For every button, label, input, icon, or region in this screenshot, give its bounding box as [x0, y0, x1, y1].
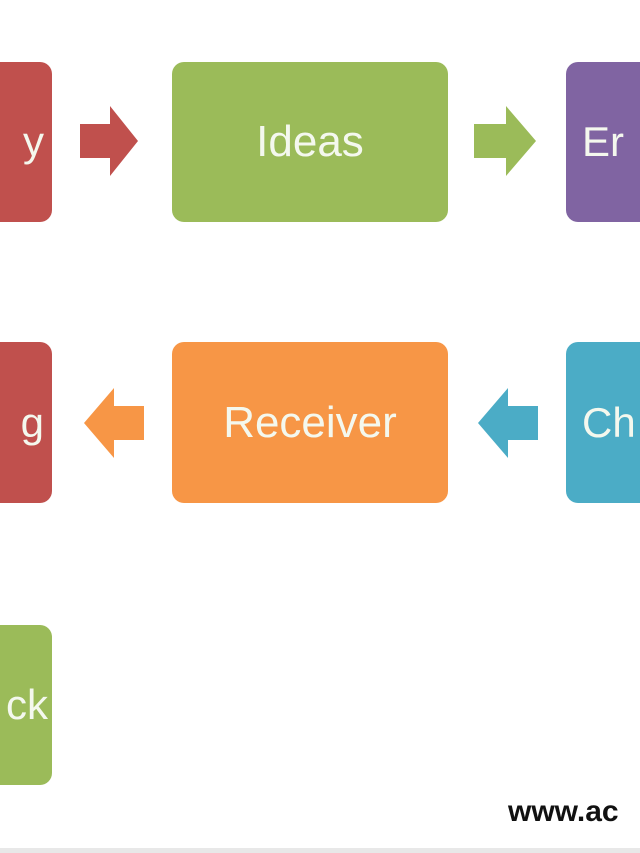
- sender-box: y: [0, 62, 52, 222]
- receiver-box: Receiver: [172, 342, 448, 503]
- receiver-label: Receiver: [223, 397, 397, 447]
- ideas-label: Ideas: [256, 117, 364, 166]
- arrow-left-icon: [478, 388, 538, 458]
- ideas-box: Ideas: [172, 62, 448, 222]
- channel-label: Ch: [582, 398, 636, 446]
- arrow-left-icon: [84, 388, 144, 458]
- arrow-right-icon: [474, 106, 536, 176]
- decoding-label: g: [20, 398, 44, 446]
- feedback-label: ck: [6, 681, 48, 728]
- encoder-box: Er: [566, 62, 640, 222]
- watermark: www.ac: [508, 795, 619, 828]
- feedback-box: ck: [0, 625, 52, 785]
- encoder-label: Er: [582, 118, 624, 165]
- arrow-right-icon: [80, 106, 138, 176]
- bottom-divider: [0, 848, 640, 853]
- channel-box: Ch: [566, 342, 640, 503]
- decoding-box: g: [0, 342, 52, 503]
- sender-label: y: [23, 118, 44, 165]
